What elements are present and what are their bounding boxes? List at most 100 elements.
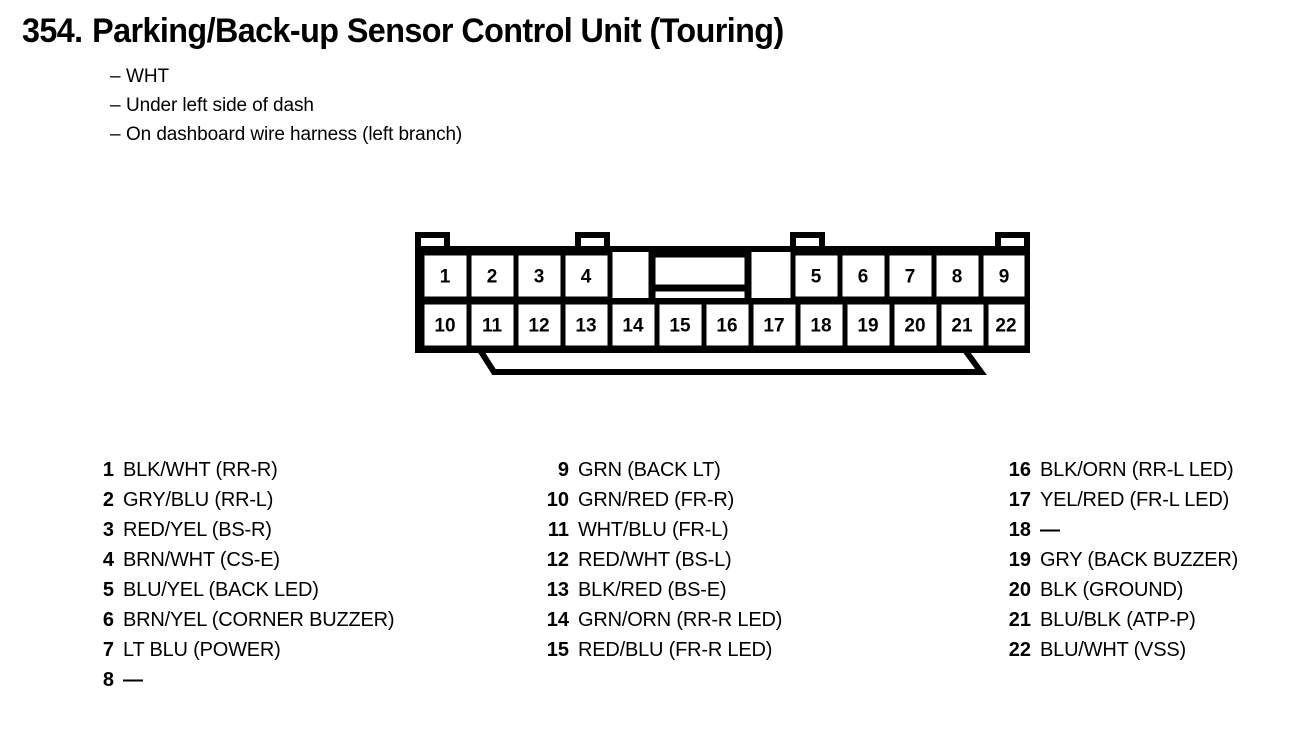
legend-pin-number: 5 <box>102 579 114 601</box>
note-text: WHT <box>126 66 169 87</box>
legend-wire-description: BLU/YEL (BACK LED) <box>123 579 319 601</box>
center-keyway-icon <box>648 250 752 308</box>
note-text: On dashboard wire harness (left branch) <box>126 124 463 145</box>
legend-pin-number: 14 <box>546 609 569 631</box>
legend-pin-number: 9 <box>557 459 569 481</box>
pin-number: 15 <box>669 316 691 337</box>
pin-number: 16 <box>716 316 737 337</box>
legend-item: 21 BLU/BLK (ATP-P) <box>1005 605 1238 635</box>
locking-tab-icon <box>575 232 610 252</box>
locking-tab-group <box>415 232 1030 252</box>
legend-item: 8 — <box>88 665 394 695</box>
pin-number: 14 <box>622 316 644 337</box>
legend-item: 18 — <box>1005 515 1238 545</box>
legend-pin-number: 11 <box>547 519 569 541</box>
pin-row-top <box>419 250 1030 302</box>
legend-wire-description: RED/WHT (BS-L) <box>578 549 732 571</box>
note-item: – Under left side of dash <box>110 91 462 120</box>
legend-wire-description: BLU/WHT (VSS) <box>1040 639 1186 661</box>
locking-tab-icon <box>415 232 450 252</box>
pin-cell <box>513 299 566 351</box>
note-item: – On dashboard wire harness (left branch… <box>110 120 462 149</box>
legend-pin-number: 1 <box>102 459 114 481</box>
pin-labels-bottom: 10 11 12 13 14 15 16 17 18 19 20 21 22 <box>434 316 1016 337</box>
pin-cell <box>983 299 1030 351</box>
pin-number: 3 <box>534 267 545 288</box>
pin-number: 4 <box>581 267 592 288</box>
legend-item: 1 BLK/WHT (RR-R) <box>88 455 394 485</box>
legend-pin-number: 16 <box>1008 459 1031 481</box>
legend-pin-number: 22 <box>1008 639 1031 661</box>
note-item: – WHT <box>110 62 462 91</box>
legend-item: 15 RED/BLU (FR-R LED) <box>543 635 782 665</box>
legend-wire-description: LT BLU (POWER) <box>123 639 281 661</box>
pin-number: 7 <box>905 267 916 288</box>
legend-item: 12 RED/WHT (BS-L) <box>543 545 782 575</box>
pin-number: 20 <box>904 316 925 337</box>
connector-skirt <box>474 347 987 375</box>
page-title: 354.Parking/Back-up Sensor Control Unit … <box>22 12 784 50</box>
pin-labels-top: 1 2 3 4 5 6 7 8 9 <box>440 267 1010 288</box>
pin-number: 9 <box>999 267 1010 288</box>
pin-number: 18 <box>810 316 831 337</box>
legend-wire-description: WHT/BLU (FR-L) <box>578 519 729 541</box>
pin-cell <box>978 250 1030 302</box>
legend-item: 4 BRN/WHT (CS-E) <box>88 545 394 575</box>
page-title-text: Parking/Back-up Sensor Control Unit (Tou… <box>92 12 784 50</box>
pin-number: 12 <box>528 316 549 337</box>
legend-wire-description: RED/YEL (BS-R) <box>123 519 272 541</box>
pin-number: 11 <box>482 316 503 337</box>
legend-pin-number: 21 <box>1008 609 1031 631</box>
legend-item: 22 BLU/WHT (VSS) <box>1005 635 1238 665</box>
pin-cell <box>936 299 989 351</box>
legend-wire-description: BLK/WHT (RR-R) <box>123 459 278 481</box>
legend-pin-number: 12 <box>546 549 569 571</box>
pin-number: 19 <box>857 316 878 337</box>
legend-pin-number: 4 <box>102 549 114 571</box>
pin-number: 5 <box>811 267 822 288</box>
pin-cell <box>560 299 613 351</box>
note-list: – WHT – Under left side of dash – On das… <box>110 62 462 149</box>
pin-number: 1 <box>440 267 451 288</box>
legend-column-3: 16 BLK/ORN (RR-L LED) 17 YEL/RED (FR-L L… <box>1005 455 1239 665</box>
connector-svg: 1 2 3 4 5 6 7 8 9 10 11 12 13 14 15 16 1… <box>415 232 1030 375</box>
legend-pin-number: 15 <box>546 639 569 661</box>
legend-pin-number: 17 <box>1008 489 1031 511</box>
legend-wire-description: GRN/RED (FR-R) <box>578 489 735 511</box>
legend-item: 13 BLK/RED (BS-E) <box>543 575 782 605</box>
legend-item: 9 GRN (BACK LT) <box>543 455 782 485</box>
legend-item: 7 LT BLU (POWER) <box>88 635 394 665</box>
pin-number: 13 <box>575 316 596 337</box>
pin-number: 22 <box>995 316 1016 337</box>
pin-row-bottom <box>419 299 1030 351</box>
legend-wire-description: BLK (GROUND) <box>1040 579 1184 601</box>
legend-wire-description: BLK/RED (BS-E) <box>578 579 727 601</box>
legend-wire-description: BRN/YEL (CORNER BUZZER) <box>123 609 395 631</box>
legend-wire-description: BLK/ORN (RR-L LED) <box>1040 459 1234 481</box>
locking-tab-icon <box>790 232 825 252</box>
pin-number: 2 <box>487 267 498 288</box>
note-dash-icon: – <box>110 66 121 87</box>
pin-number: 21 <box>951 316 973 337</box>
legend-column-2: 9 GRN (BACK LT) 10 GRN/RED (FR-R) 11 WHT… <box>543 455 783 665</box>
legend-wire-description: GRY/BLU (RR-L) <box>123 489 274 511</box>
legend-item: 16 BLK/ORN (RR-L LED) <box>1005 455 1238 485</box>
legend-wire-description: — <box>123 669 143 691</box>
legend-item: 14 GRN/ORN (RR-R LED) <box>543 605 783 635</box>
pin-cell <box>701 299 754 351</box>
note-text: Under left side of dash <box>126 95 314 116</box>
legend-pin-number: 10 <box>546 489 569 511</box>
pin-number: 10 <box>434 316 455 337</box>
legend-pin-number: 18 <box>1008 519 1031 541</box>
note-dash-icon: – <box>110 95 121 116</box>
legend-item: 6 BRN/YEL (CORNER BUZZER) <box>88 605 395 635</box>
pin-number: 17 <box>763 316 784 337</box>
legend-wire-description: GRN/ORN (RR-R LED) <box>578 609 783 631</box>
legend-wire-description: BLU/BLK (ATP-P) <box>1040 609 1196 631</box>
legend-item: 10 GRN/RED (FR-R) <box>543 485 782 515</box>
legend-item: 2 GRY/BLU (RR-L) <box>88 485 394 515</box>
legend-wire-description: YEL/RED (FR-L LED) <box>1040 489 1230 511</box>
pin-legend: 1 BLK/WHT (RR-R) 2 GRY/BLU (RR-L) 3 RED/… <box>0 455 1312 695</box>
note-dash-icon: – <box>110 124 121 145</box>
pin-number: 6 <box>858 267 869 288</box>
